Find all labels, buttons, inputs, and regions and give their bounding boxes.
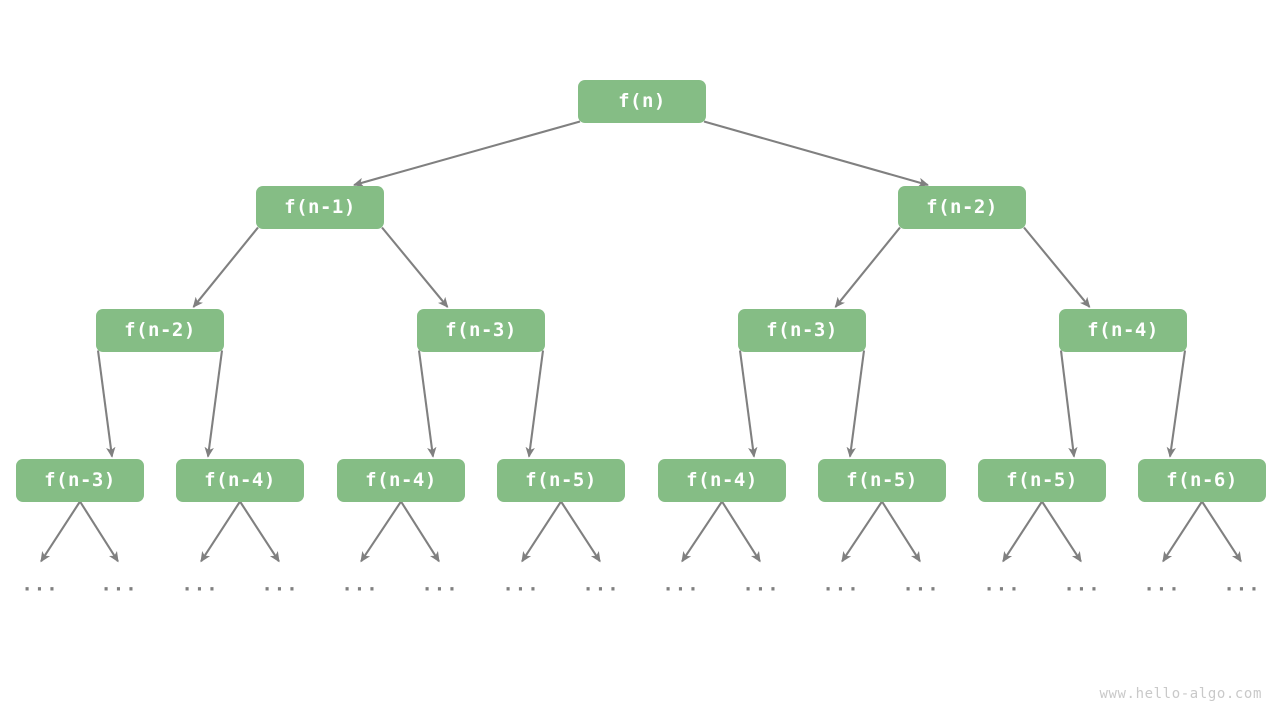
tree-edge bbox=[96, 350, 116, 458]
tree-edge bbox=[400, 500, 440, 563]
leaf-ellipsis: ... bbox=[983, 573, 1021, 596]
leaf-ellipsis: ... bbox=[662, 573, 700, 596]
tree-edge bbox=[560, 500, 601, 563]
tree-edge bbox=[381, 226, 449, 308]
tree-edge bbox=[200, 500, 241, 563]
tree-node[interactable]: f(n-3) bbox=[417, 308, 545, 352]
tree-edge bbox=[881, 500, 921, 563]
leaf-ellipsis: ... bbox=[1143, 573, 1181, 596]
tree-node[interactable]: f(n-5) bbox=[818, 458, 946, 502]
tree-node[interactable]: f(n-5) bbox=[978, 458, 1106, 502]
tree-edge bbox=[1059, 350, 1078, 458]
tree-edge bbox=[834, 226, 901, 308]
tree-edge bbox=[521, 500, 562, 563]
tree-edge bbox=[1201, 500, 1242, 563]
tree-edge bbox=[352, 120, 581, 188]
tree-edge bbox=[1002, 500, 1043, 563]
tree-node[interactable]: f(n) bbox=[578, 79, 706, 123]
tree-edge bbox=[846, 350, 866, 458]
leaf-ellipsis: ... bbox=[341, 573, 379, 596]
tree-node[interactable]: f(n-4) bbox=[1059, 308, 1187, 352]
tree-node[interactable]: f(n-6) bbox=[1138, 458, 1266, 502]
tree-node[interactable]: f(n-4) bbox=[658, 458, 786, 502]
tree-node[interactable]: f(n-2) bbox=[898, 185, 1026, 229]
tree-edge bbox=[239, 500, 280, 563]
leaf-ellipsis: ... bbox=[1223, 573, 1261, 596]
tree-edge bbox=[738, 350, 758, 458]
leaf-ellipsis: ... bbox=[582, 573, 620, 596]
tree-edge bbox=[204, 350, 224, 458]
leaf-ellipsis: ... bbox=[502, 573, 540, 596]
tree-edge bbox=[417, 350, 437, 458]
tree-node[interactable]: f(n-5) bbox=[497, 458, 625, 502]
leaf-ellipsis: ... bbox=[181, 573, 219, 596]
leaf-ellipsis: ... bbox=[21, 573, 59, 596]
tree-edge bbox=[79, 500, 119, 563]
tree-edge bbox=[1041, 500, 1082, 563]
tree-node[interactable]: f(n-2) bbox=[96, 308, 224, 352]
leaf-ellipsis: ... bbox=[742, 573, 780, 596]
watermark: www.hello-algo.com bbox=[1099, 686, 1262, 702]
tree-edge bbox=[1162, 500, 1203, 563]
tree-edge bbox=[360, 500, 402, 563]
tree-node[interactable]: f(n-4) bbox=[176, 458, 304, 502]
tree-edge bbox=[40, 500, 81, 563]
tree-edge bbox=[1166, 350, 1187, 458]
tree-edge bbox=[1023, 226, 1091, 308]
tree-edge bbox=[525, 350, 545, 458]
tree-edge bbox=[841, 500, 883, 563]
tree-node[interactable]: f(n-3) bbox=[738, 308, 866, 352]
tree-edge bbox=[192, 226, 259, 308]
leaf-ellipsis: ... bbox=[421, 573, 459, 596]
leaf-ellipsis: ... bbox=[822, 573, 860, 596]
leaf-ellipsis: ... bbox=[261, 573, 299, 596]
tree-edge bbox=[703, 120, 930, 187]
leaf-ellipsis: ... bbox=[902, 573, 940, 596]
tree-edge bbox=[681, 500, 723, 563]
tree-node[interactable]: f(n-3) bbox=[16, 458, 144, 502]
tree-edge bbox=[721, 500, 761, 563]
tree-node[interactable]: f(n-4) bbox=[337, 458, 465, 502]
tree-node[interactable]: f(n-1) bbox=[256, 185, 384, 229]
leaf-ellipsis: ... bbox=[1063, 573, 1101, 596]
leaf-ellipsis: ... bbox=[100, 573, 138, 596]
